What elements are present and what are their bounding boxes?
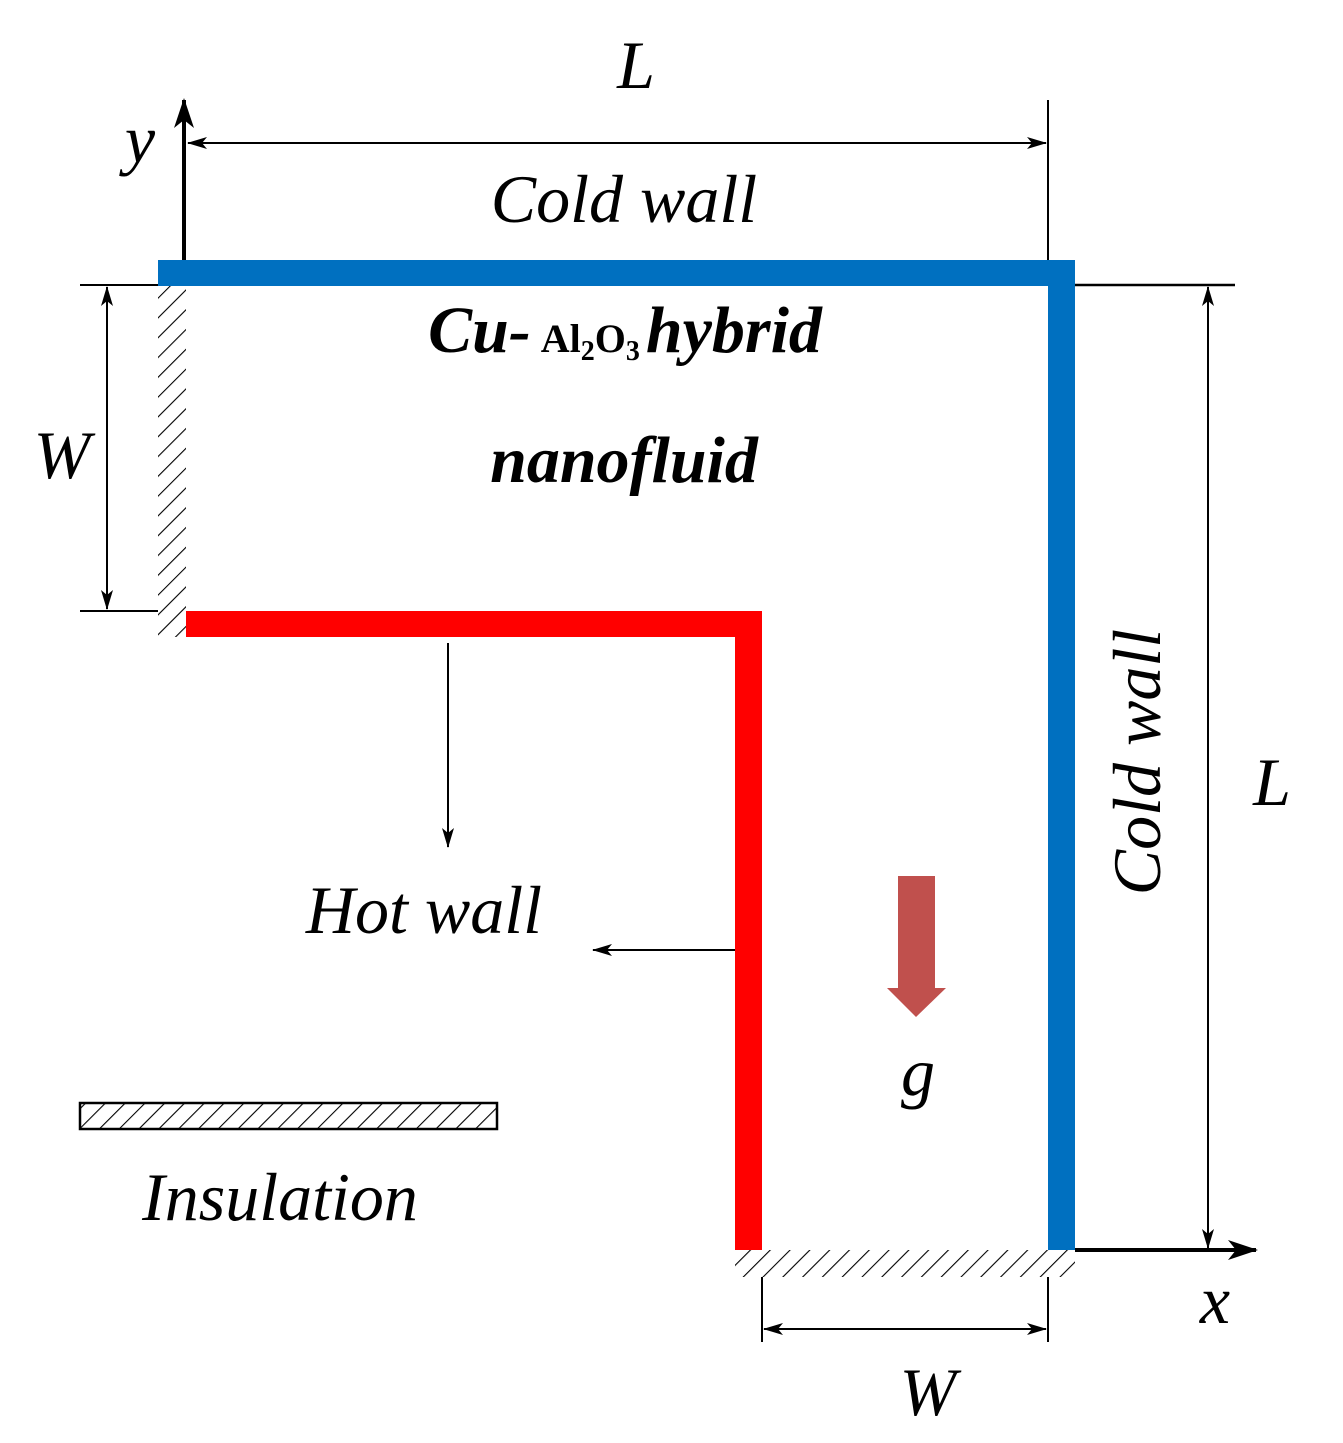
left-dimension-label: W — [34, 417, 96, 493]
hot-wall-label: Hot wall — [305, 872, 542, 948]
hot-wall-horizontal — [186, 611, 762, 637]
hot-wall-vertical — [735, 611, 762, 1250]
gravity-label: g — [901, 1034, 935, 1110]
y-axis-label: y — [119, 101, 156, 177]
right-dimension-label: L — [1252, 744, 1291, 820]
gravity-arrow — [887, 876, 946, 1017]
cold-wall-right — [1048, 260, 1075, 1250]
cold-wall-top — [158, 260, 1075, 286]
insulation-legend-swatch — [78, 1101, 499, 1131]
fluid-label-line1: Cu- Al2O3hybrid — [428, 294, 823, 367]
top-wall-label: Cold wall — [491, 161, 757, 237]
fluid-label-line2: nanofluid — [490, 424, 759, 497]
insulation-label: Insulation — [141, 1159, 418, 1235]
bottom-dimension-label: W — [900, 1354, 962, 1430]
x-axis-label: x — [1199, 1262, 1230, 1338]
left-insulation-hatch — [158, 285, 186, 637]
top-dimension-label: L — [616, 27, 655, 103]
right-wall-label: Cold wall — [1099, 629, 1175, 895]
bottom-insulation-hatch — [735, 1250, 1075, 1277]
